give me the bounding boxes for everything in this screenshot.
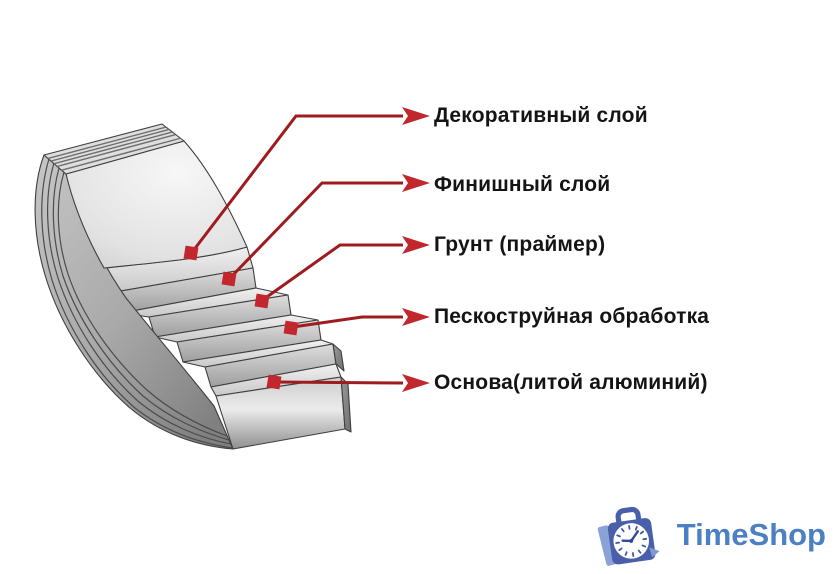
marker-square-sandblast (283, 320, 299, 336)
pan-body (34, 123, 352, 450)
layer-side-sandblast (332, 343, 345, 372)
label-finish-layer: Финишный слой (434, 173, 611, 196)
timeshop-logo-text: TimeShop (676, 517, 826, 552)
rim-layer-stripes (47, 126, 180, 171)
leader-line-base (275, 380, 404, 385)
leader-markers (183, 107, 430, 392)
pan-rim (43, 123, 185, 175)
arrow-head-base (402, 374, 430, 392)
timeshop-logo: TimeShop (583, 498, 826, 572)
label-primer-layer: Грунт (праймер) (434, 233, 606, 256)
flank-lamination-lines (41, 158, 234, 449)
arrow-head-decorative (402, 107, 430, 125)
label-base-layer: Основа(литой алюминий) (434, 371, 708, 394)
arrow-head-sandblast (402, 308, 430, 326)
marker-square-finish (221, 271, 237, 287)
leader-line-finish (229, 181, 403, 279)
label-sandblast-layer: Пескоструйная обработка (434, 305, 710, 328)
shopping-bag-clock-icon (597, 506, 660, 566)
label-decorative-layer: Декоративный слой (434, 104, 648, 127)
leader-line-decorative (191, 114, 403, 252)
arrow-head-finish (402, 174, 430, 192)
leader-line-primer (263, 243, 403, 301)
marker-square-base (266, 374, 282, 390)
marker-square-primer (254, 293, 270, 309)
leader-lines (191, 114, 404, 385)
arrow-head-primer (402, 236, 430, 254)
marker-square-decorative (183, 245, 199, 261)
leader-line-sandblast (292, 315, 403, 329)
